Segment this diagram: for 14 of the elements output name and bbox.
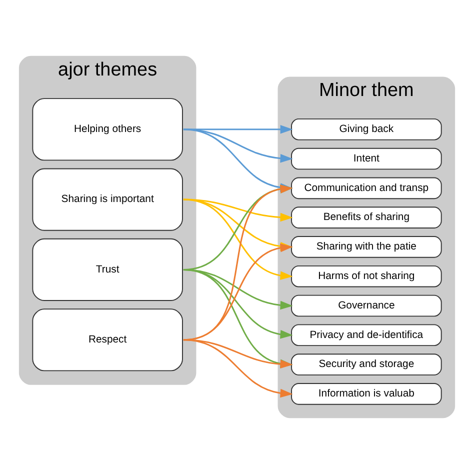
node-box: Governance <box>291 294 442 317</box>
node-box: Security and storage <box>291 354 442 376</box>
node-box: Information is valuab <box>291 383 442 405</box>
node-box: Helping others <box>32 98 183 161</box>
node-box: Privacy and de-identifica <box>291 324 442 346</box>
node-box: Harms of not sharing <box>291 265 442 288</box>
node-box: Giving back <box>291 118 442 140</box>
node-box: Intent <box>291 148 442 170</box>
node-box: Sharing is important <box>32 168 183 231</box>
node-box: Trust <box>32 238 183 301</box>
node-box: Respect <box>32 308 183 372</box>
node-box: Communication and transp <box>291 177 442 200</box>
node-box: Benefits of sharing <box>291 206 442 228</box>
node-box: Sharing with the patie <box>291 236 442 258</box>
